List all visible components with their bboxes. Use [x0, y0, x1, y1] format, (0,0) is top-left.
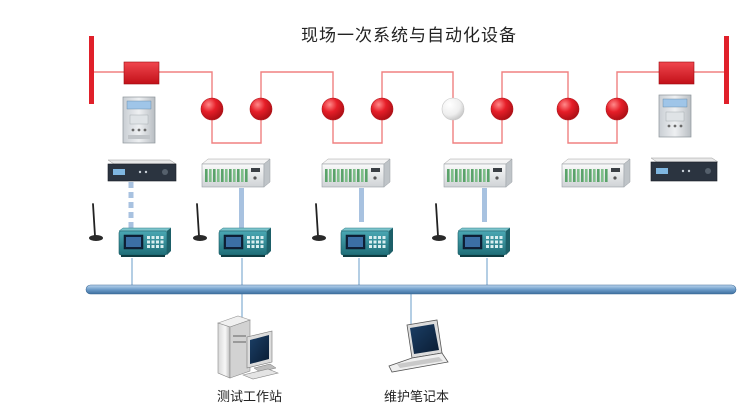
- left-rack-unit-icon: [107, 159, 177, 182]
- rack-device-icon: [561, 158, 631, 188]
- workstation-icon[interactable]: [217, 315, 279, 380]
- breaker-closed-icon: [605, 97, 629, 121]
- rack-device-icon: [443, 158, 513, 188]
- network-bus: [85, 258, 737, 328]
- workstation-label: 测试工作站: [217, 390, 282, 405]
- relay-tester-icon[interactable]: [457, 227, 511, 257]
- left-bus-bar: [89, 36, 94, 104]
- gps-antenna-icon: [193, 203, 207, 241]
- gps-antenna-icon: [432, 203, 446, 241]
- right-protection-relay-icon: [658, 94, 692, 138]
- right-transformer: [658, 61, 695, 85]
- relay-tester-icon[interactable]: [118, 227, 172, 257]
- right-bus-bar: [724, 36, 729, 104]
- laptop-icon[interactable]: [388, 319, 449, 373]
- relay-tester-icon[interactable]: [340, 227, 394, 257]
- device-links: [128, 182, 487, 230]
- breaker-closed-icon: [200, 97, 224, 121]
- relay-testers: [89, 203, 511, 257]
- merging-units: [201, 158, 631, 188]
- rack-device-icon: [201, 158, 271, 188]
- rack-device-icon: [321, 158, 391, 188]
- left-protection-relay-icon: [122, 96, 156, 144]
- diagram-title: 现场一次系统与自动化设备: [301, 26, 517, 46]
- breaker-closed-icon: [490, 97, 514, 121]
- relay-tester-icon[interactable]: [218, 227, 272, 257]
- primary-wiring: [92, 71, 726, 144]
- breaker-closed-icon: [556, 97, 580, 121]
- laptop-label: 维护笔记本: [384, 389, 449, 405]
- breaker-closed-icon: [370, 97, 394, 121]
- breaker-closed-icon: [249, 97, 273, 121]
- gps-antenna-icon: [89, 203, 103, 241]
- gps-antenna-icon: [312, 203, 326, 241]
- right-rack-unit-icon: [650, 157, 719, 182]
- left-transformer: [123, 61, 160, 85]
- breaker-closed-icon: [321, 97, 345, 121]
- breakers: [200, 97, 629, 121]
- breaker-open-icon: [441, 97, 465, 121]
